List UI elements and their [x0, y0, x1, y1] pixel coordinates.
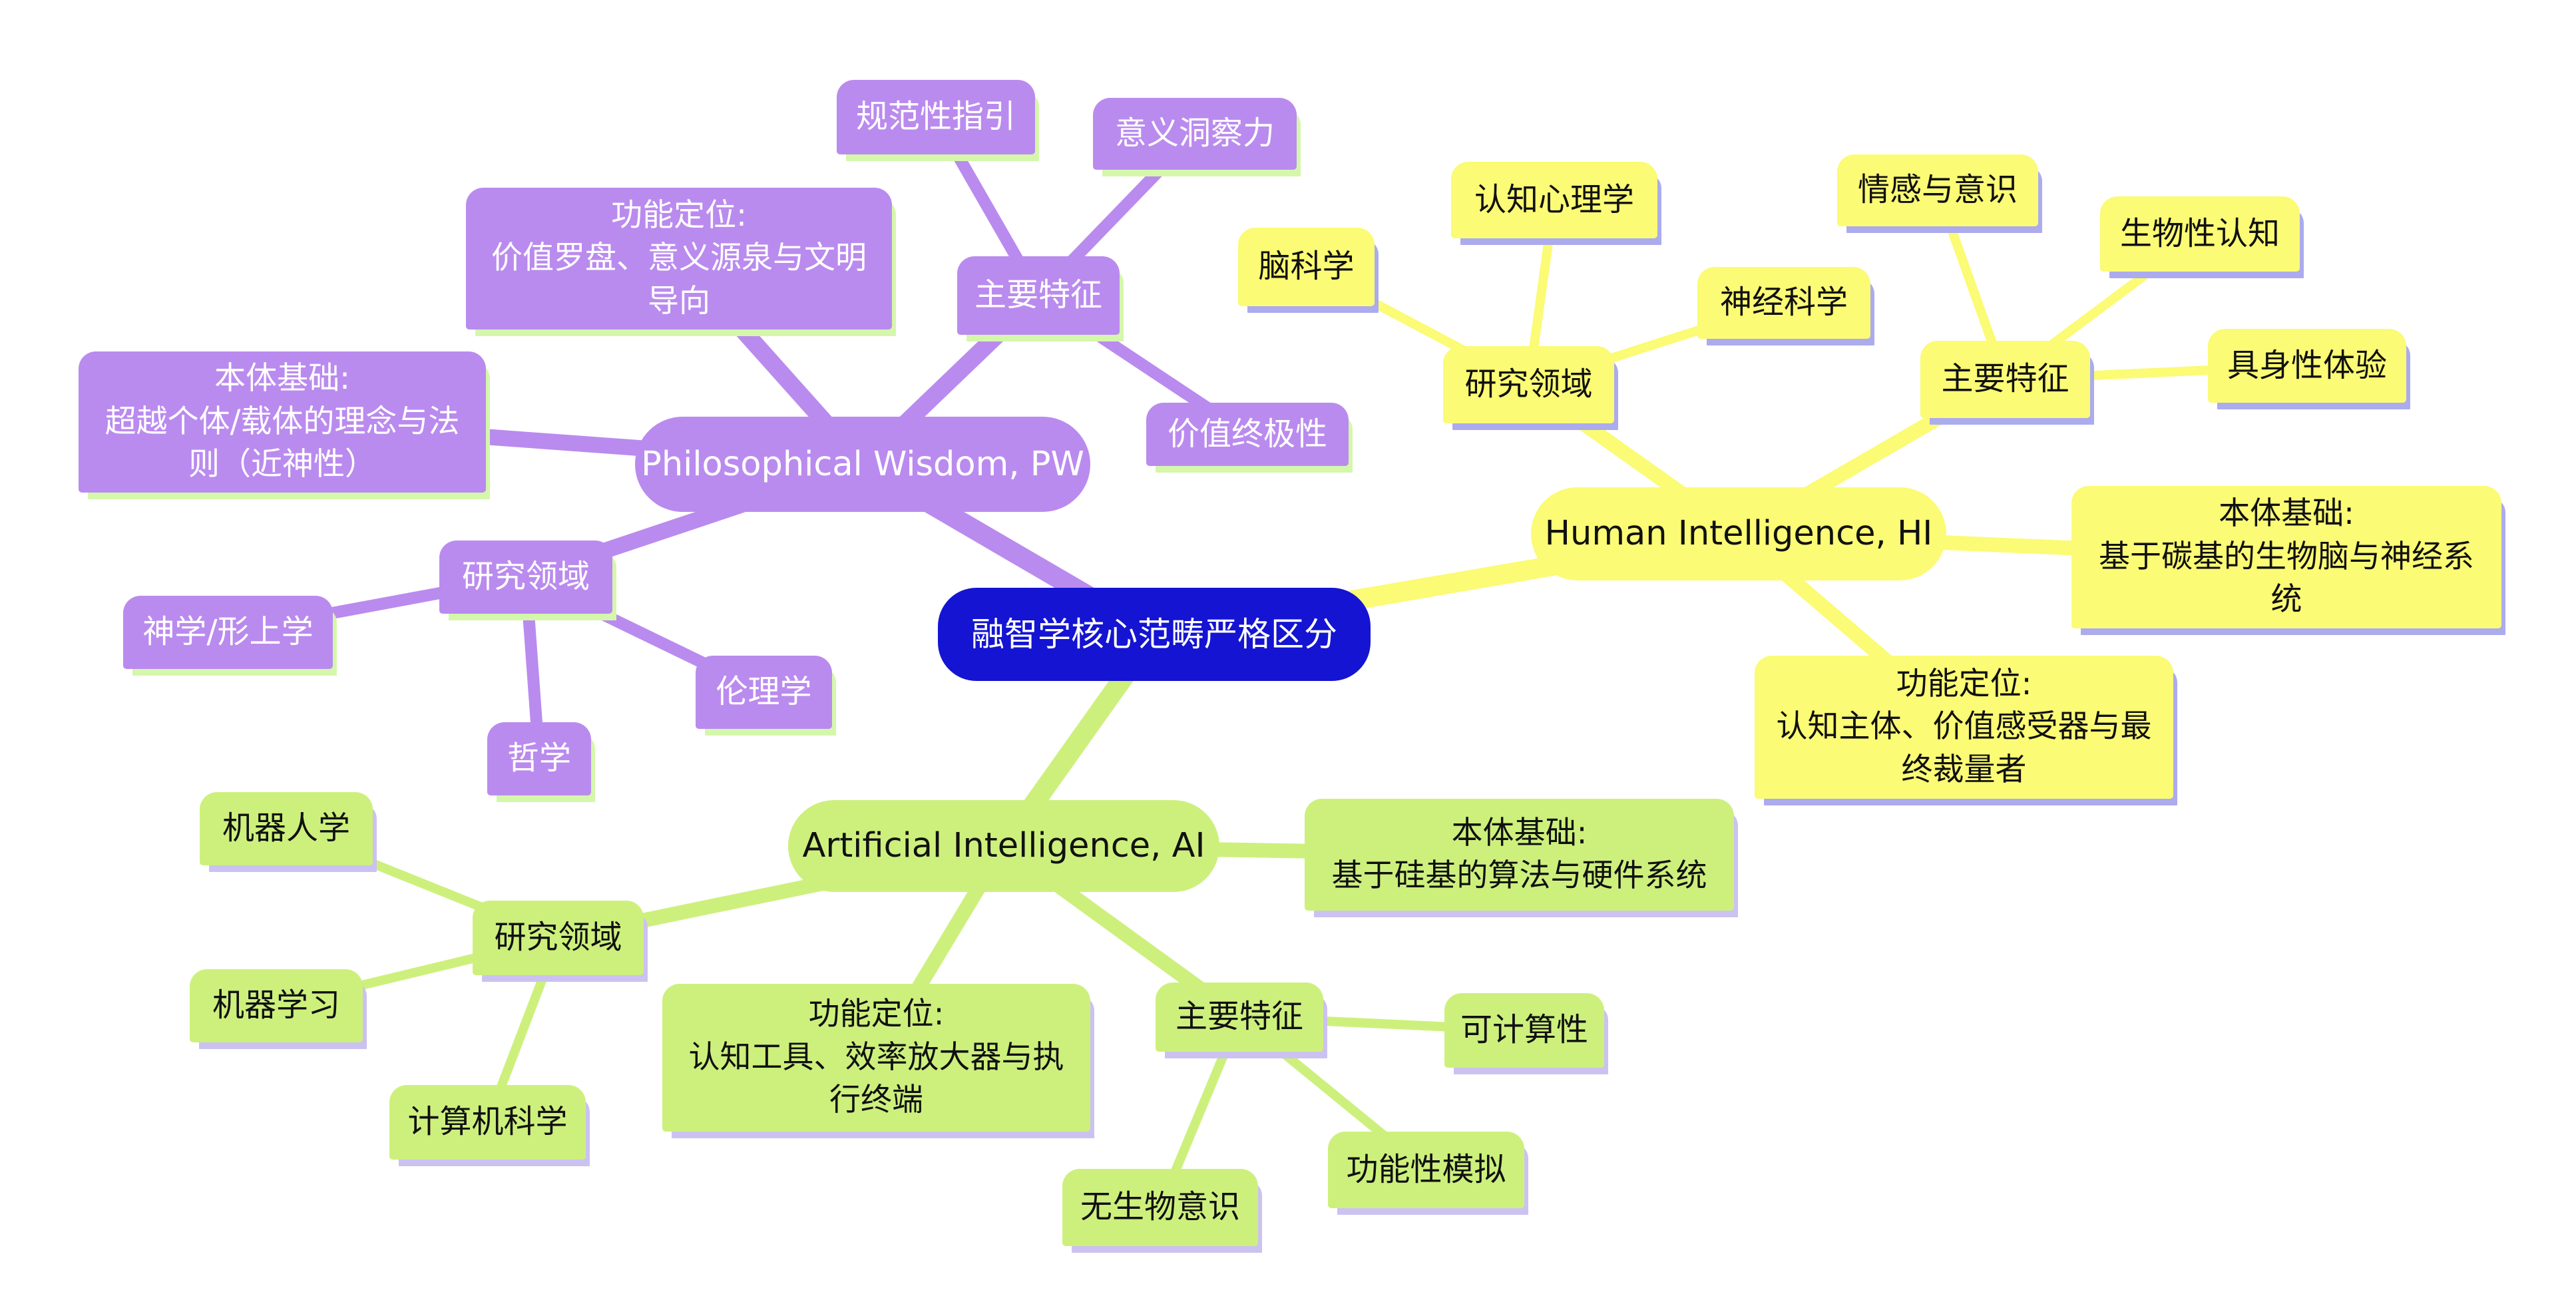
node-pw-features[interactable]: 主要特征	[957, 256, 1120, 335]
node-ai-onto[interactable]: 本体基础: 基于硅基的算法与硬件系统	[1305, 799, 1734, 911]
central-topic[interactable]: 融智学核心范畴严格区分	[938, 588, 1371, 681]
node-hi-research[interactable]: 研究领域	[1443, 346, 1614, 423]
node-hi-onto[interactable]: 本体基础: 基于碳基的生物脑与神经系 统	[2071, 486, 2501, 628]
node-hi-neuro[interactable]: 神经科学	[1697, 267, 1870, 339]
node-hi-emotion[interactable]: 情感与意识	[1837, 154, 2038, 226]
node-hi[interactable]: Human Intelligence, HI	[1531, 487, 1946, 580]
node-pw-research[interactable]: 研究领域	[439, 541, 612, 614]
node-pw-value[interactable]: 价值终极性	[1146, 403, 1349, 466]
node-ai-features[interactable]: 主要特征	[1156, 983, 1323, 1052]
node-ai[interactable]: Artificial Intelligence, AI	[788, 800, 1219, 892]
node-hi-bio[interactable]: 生物性认知	[2100, 196, 2300, 272]
node-ai-noncon[interactable]: 无生物意识	[1062, 1169, 1258, 1246]
node-pw-norm[interactable]: 规范性指引	[837, 80, 1035, 154]
node-ai-cs[interactable]: 计算机科学	[389, 1085, 586, 1160]
node-pw[interactable]: Philosophical Wisdom, PW	[635, 417, 1090, 512]
node-ai-sim[interactable]: 功能性模拟	[1328, 1132, 1524, 1208]
node-pw-func[interactable]: 功能定位: 价值罗盘、意义源泉与文明 导向	[466, 188, 892, 329]
node-hi-func[interactable]: 功能定位: 认知主体、价值感受器与最 终裁量者	[1755, 656, 2173, 799]
node-pw-insight[interactable]: 意义洞察力	[1093, 98, 1297, 170]
node-pw-philosophy[interactable]: 哲学	[487, 722, 591, 795]
node-hi-features[interactable]: 主要特征	[1920, 341, 2090, 418]
node-ai-comput[interactable]: 可计算性	[1444, 993, 1604, 1068]
node-pw-ethics[interactable]: 伦理学	[696, 656, 832, 729]
node-hi-cogpsy[interactable]: 认知心理学	[1451, 162, 1657, 238]
node-ai-ml[interactable]: 机器学习	[190, 969, 363, 1042]
node-pw-onto[interactable]: 本体基础: 超越个体/载体的理念与法 则（近神性）	[79, 351, 486, 493]
node-ai-research[interactable]: 研究领域	[473, 901, 644, 975]
node-hi-embody[interactable]: 具身性体验	[2208, 329, 2406, 403]
node-hi-brain[interactable]: 脑科学	[1238, 228, 1375, 306]
node-ai-func[interactable]: 功能定位: 认知工具、效率放大器与执 行终端	[662, 984, 1090, 1132]
node-pw-theology[interactable]: 神学/形上学	[123, 596, 333, 669]
node-ai-robotics[interactable]: 机器人学	[200, 792, 373, 865]
